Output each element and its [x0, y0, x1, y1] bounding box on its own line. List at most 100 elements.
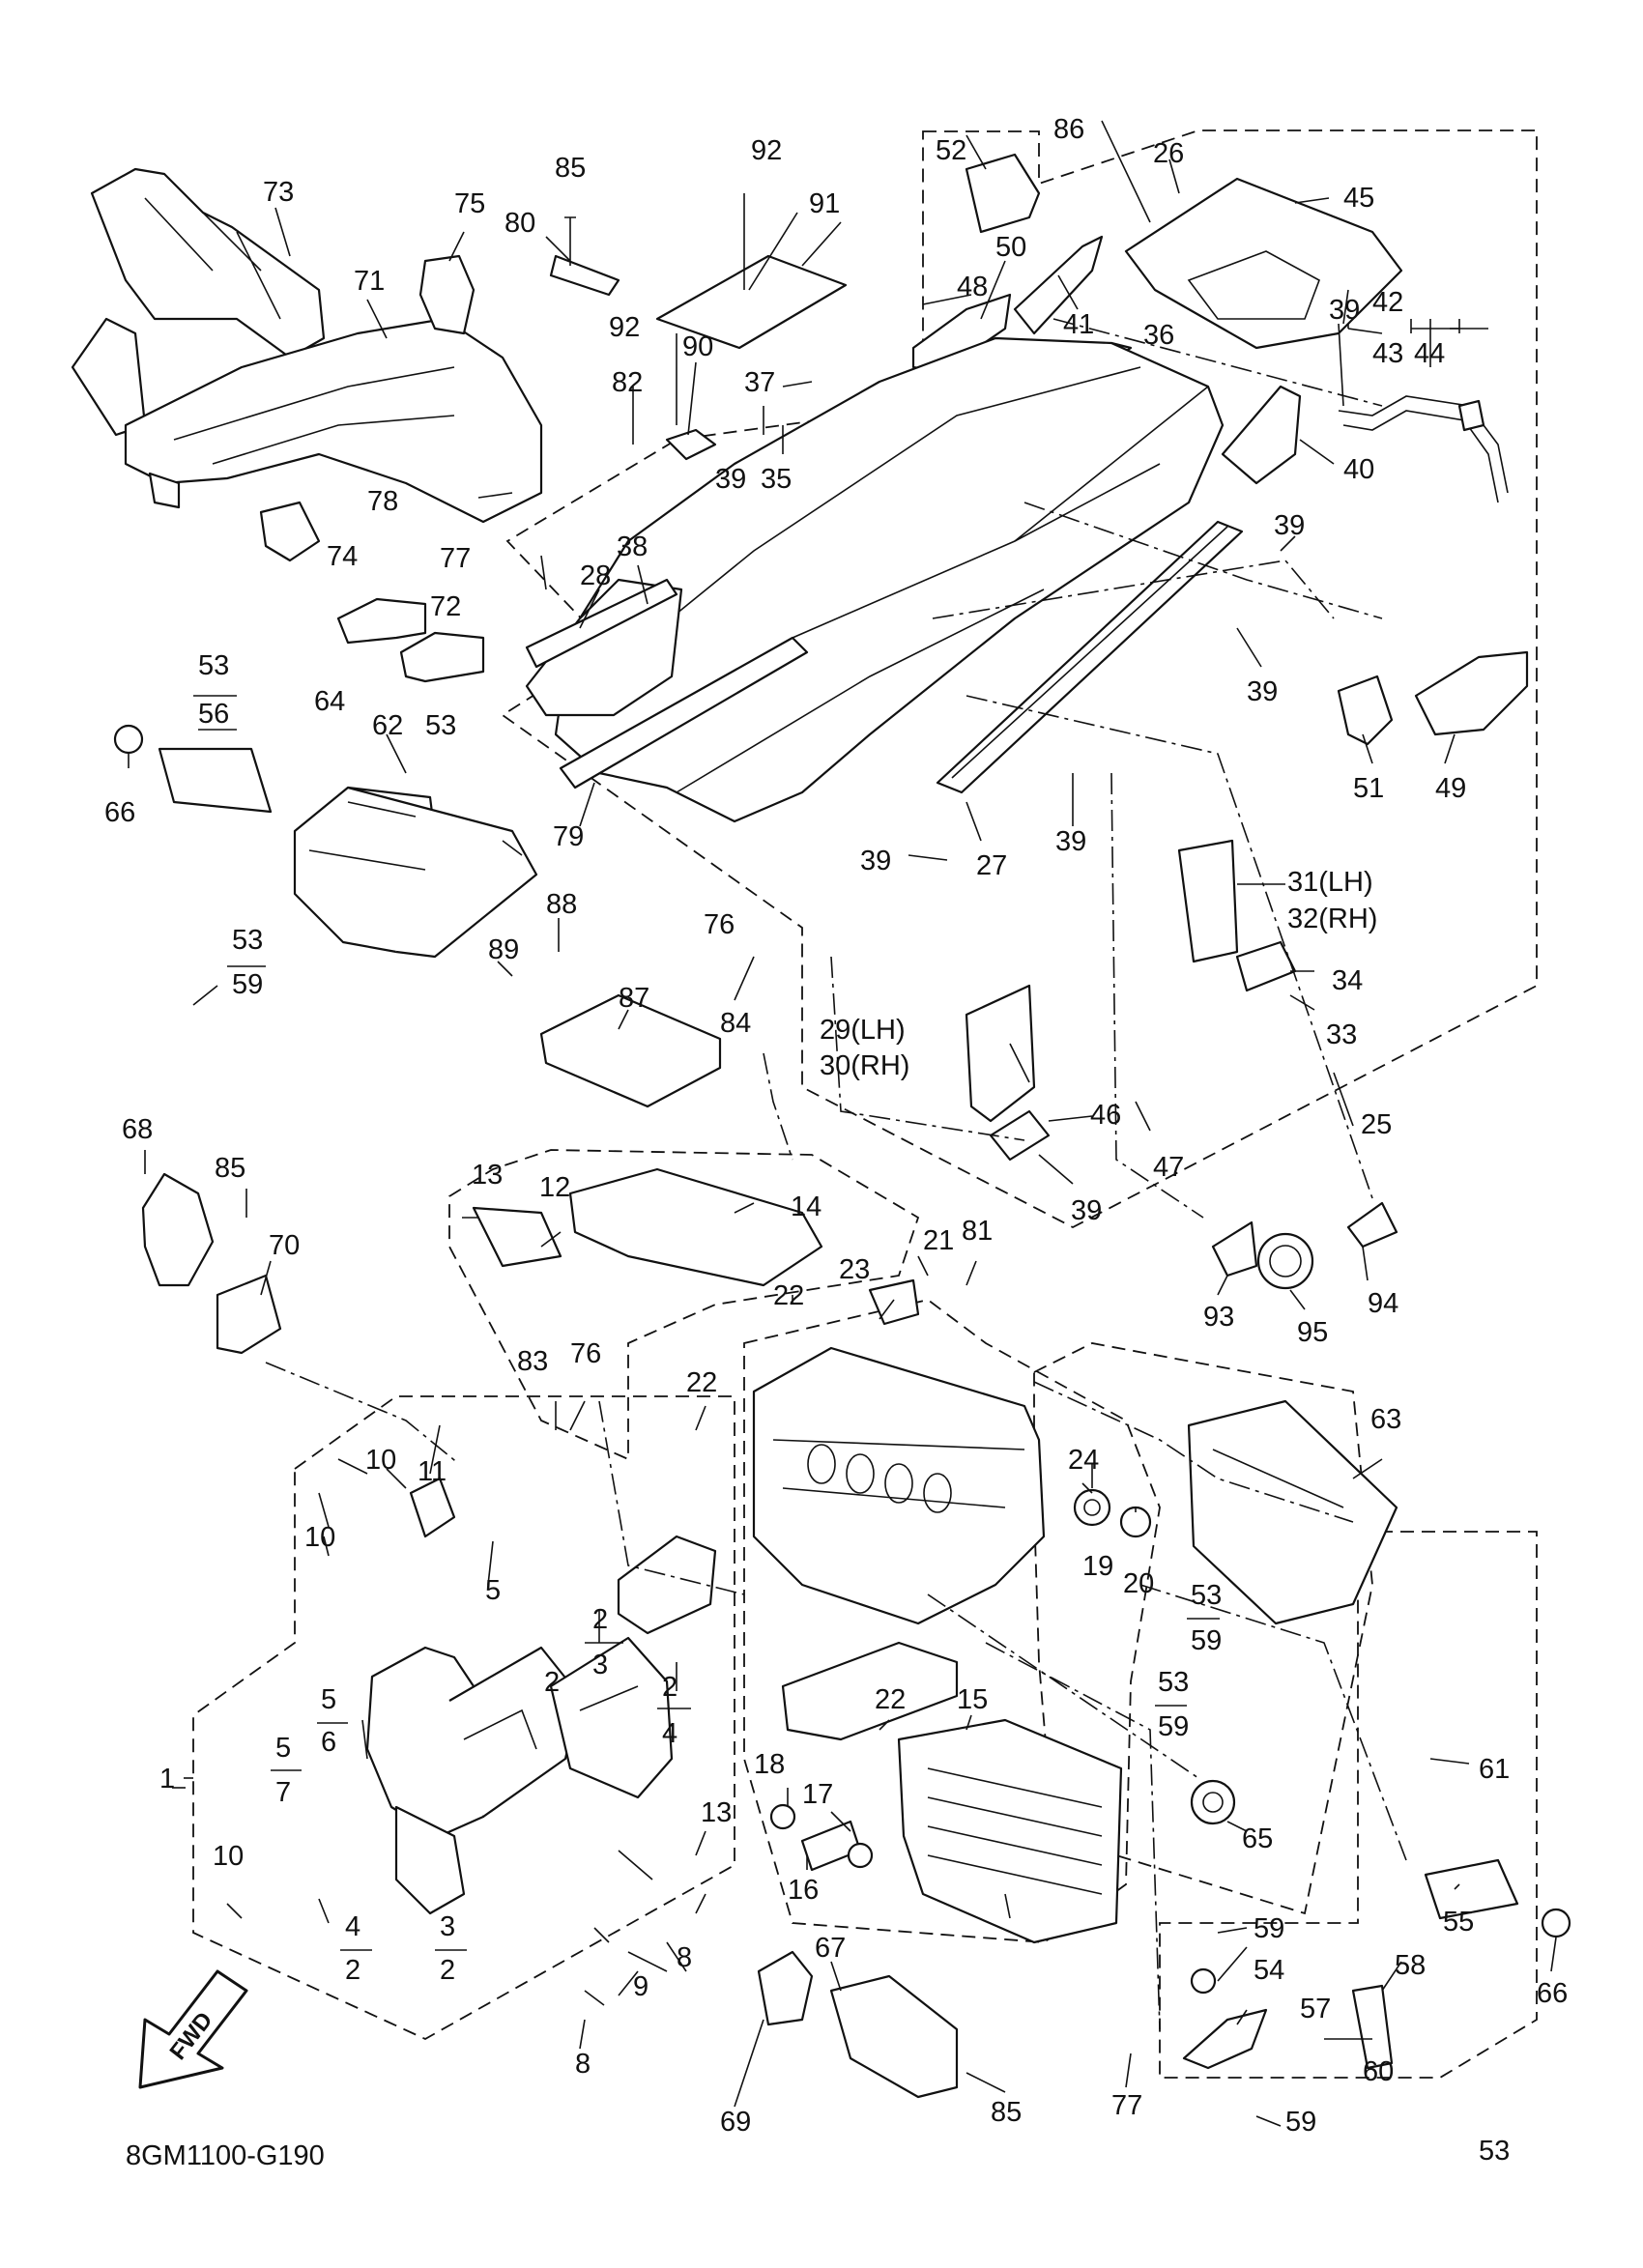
- callout-53: 53: [198, 650, 229, 681]
- callout-82: 82: [612, 367, 643, 398]
- callout-81: 81: [962, 1216, 993, 1247]
- fwd-arrow-icon: FWD: [138, 1969, 248, 2089]
- callout-59: 59: [1191, 1625, 1222, 1656]
- group-53-outline: [1159, 1531, 1538, 2079]
- callout-95: 95: [1297, 1317, 1328, 1348]
- callout-83: 83: [517, 1346, 548, 1377]
- callout-23: 23: [839, 1254, 870, 1285]
- part-93-plate: [1211, 1220, 1258, 1278]
- part-73-brace: [71, 167, 326, 437]
- part-42-bar: [1338, 395, 1509, 503]
- group-63-outline: [1033, 1342, 1373, 1915]
- callout-7: 7: [275, 1777, 291, 1808]
- callout-40: 40: [1343, 454, 1374, 485]
- callout-92: 92: [609, 312, 640, 343]
- callout-22: 22: [875, 1684, 906, 1715]
- callout-29-lh: 29(LH): [820, 1015, 906, 1046]
- part-63-bumper: [1187, 1399, 1398, 1625]
- part-71-front-tube: [124, 317, 543, 562]
- callout-44: 44: [1414, 338, 1445, 369]
- callout-86: 86: [1053, 114, 1084, 145]
- callout-59: 59: [1158, 1711, 1189, 1742]
- callout-13: 13: [472, 1160, 503, 1191]
- callout-59: 59: [232, 969, 263, 1000]
- callout-11: 11: [418, 1456, 447, 1487]
- callout-78: 78: [367, 486, 398, 517]
- callout-70: 70: [269, 1230, 300, 1261]
- callout-18: 18: [754, 1749, 785, 1780]
- callout-65: 65: [1242, 1823, 1273, 1854]
- leader-lines: [128, 120, 1557, 2127]
- callout-32-rh: 32(RH): [1287, 904, 1377, 934]
- part-85-bolt: [564, 216, 576, 266]
- callout-45: 45: [1343, 183, 1374, 214]
- callout-39: 39: [1274, 510, 1305, 541]
- callout-87: 87: [619, 983, 649, 1014]
- callout-21: 21: [923, 1225, 954, 1256]
- callout-27: 27: [976, 850, 1007, 881]
- callout-33: 33: [1326, 1019, 1357, 1050]
- part-66-cap: [113, 724, 144, 755]
- part-94-label: [1346, 1201, 1398, 1249]
- callout-60: 60: [1363, 2056, 1394, 2087]
- callout-66: 66: [104, 797, 135, 828]
- callout-48: 48: [957, 272, 988, 302]
- part-72-pad: [399, 631, 485, 683]
- callout-84: 84: [720, 1008, 751, 1039]
- part-1-bracket: [365, 1636, 674, 1915]
- callout-2: 2: [592, 1604, 608, 1635]
- parts: [71, 153, 1571, 2099]
- callout-58: 58: [1395, 1950, 1426, 1981]
- callout-39: 39: [1329, 295, 1360, 326]
- group-outlines: [192, 129, 1538, 2079]
- part-bolts: [318, 1458, 706, 2006]
- callout-9: 9: [633, 1971, 649, 2002]
- part-56-bar: [158, 747, 273, 814]
- callout-12: 12: [539, 1172, 570, 1203]
- callout-54: 54: [1254, 1955, 1284, 1986]
- callout-35: 35: [761, 464, 792, 495]
- part-79-tube: [559, 636, 809, 789]
- group-15-outline: [743, 1299, 1161, 1943]
- callout-51: 51: [1353, 773, 1384, 804]
- callout-38: 38: [617, 531, 648, 562]
- callout-53: 53: [232, 925, 263, 956]
- callout-61: 61: [1479, 1754, 1510, 1785]
- callout-5: 5: [485, 1575, 501, 1606]
- callout-10: 10: [304, 1522, 335, 1553]
- callout-85: 85: [215, 1153, 245, 1184]
- part-57-plate: [1182, 2008, 1268, 2070]
- part-29-plate: [965, 984, 1036, 1123]
- callout-13: 13: [701, 1797, 732, 1828]
- callout-72: 72: [430, 591, 461, 622]
- callout-2: 2: [544, 1667, 560, 1698]
- callout-53: 53: [1479, 2136, 1510, 2167]
- part-50-gusset: [911, 293, 1012, 374]
- callout-3: 3: [440, 1911, 455, 1942]
- part-68-cover: [141, 1172, 215, 1287]
- callout-31-lh: 31(LH): [1287, 867, 1373, 898]
- callout-30-rh: 30(RH): [820, 1050, 909, 1081]
- part-75-bracket: [418, 254, 476, 335]
- callout-28: 28: [580, 560, 611, 591]
- callout-39: 39: [1247, 676, 1278, 707]
- part-12-bracket: [472, 1206, 562, 1268]
- callout-8: 8: [677, 1942, 692, 1973]
- callout-88: 88: [546, 889, 577, 920]
- callout-62: 62: [372, 710, 403, 741]
- callout-53: 53: [1191, 1580, 1222, 1611]
- callout-39: 39: [1071, 1195, 1102, 1226]
- callout-90: 90: [682, 331, 713, 362]
- callout-labels: 73 71 75 85 80 92 91 92 90 82 37 39 35 7…: [104, 114, 1568, 2167]
- part-lower-frame: [617, 1346, 1046, 1741]
- callout-85: 85: [991, 2097, 1022, 2128]
- callout-22: 22: [686, 1367, 717, 1398]
- part-64-bumper: [293, 786, 538, 959]
- callout-2: 2: [440, 1955, 455, 1986]
- callout-77: 77: [440, 543, 471, 574]
- part-80-bracket: [549, 254, 620, 297]
- callout-59: 59: [1254, 1913, 1284, 1944]
- callout-53: 53: [425, 710, 456, 741]
- callout-85: 85: [555, 153, 586, 184]
